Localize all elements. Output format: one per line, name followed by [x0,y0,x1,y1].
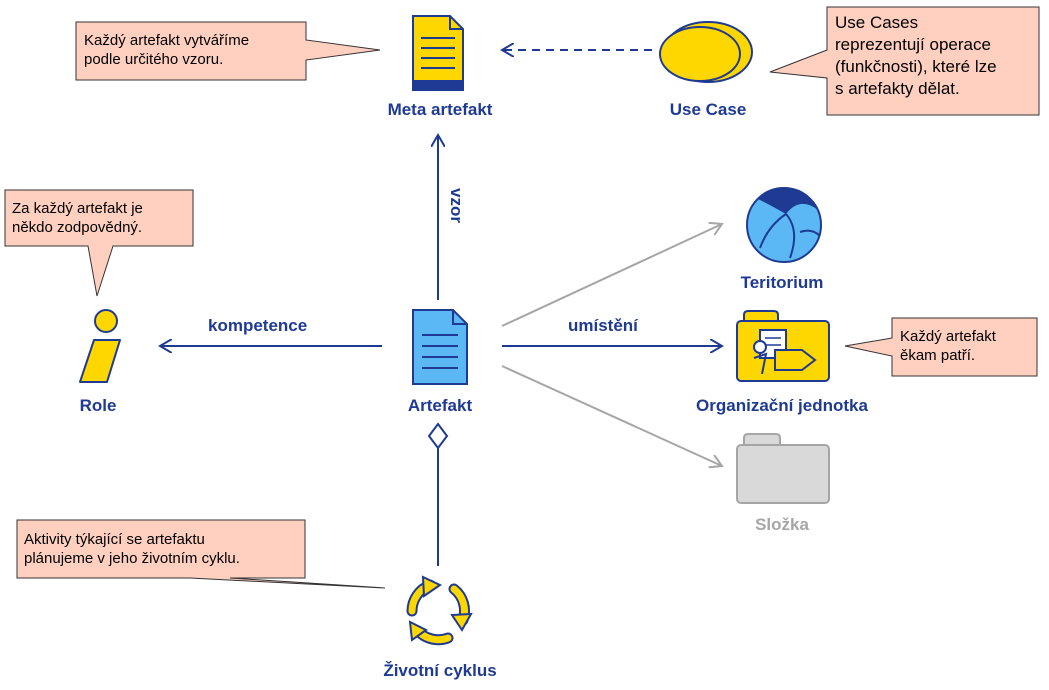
note-usecase-text: Use Cases reprezentují operace (funkčnos… [835,13,997,98]
note-org-text: Každý artefakt ěkam patří. [900,328,996,364]
lifecycle-arrows-icon [406,575,473,646]
note-role-text: Za každý artefakt je někdo zodpovědný. [12,200,143,236]
note-role-shape [4,189,194,297]
note-org-shape [844,317,1038,377]
edge-slozka-line [501,365,722,466]
artifact-label: Artefakt [407,396,473,415]
use-case-label: Use Case [669,100,747,119]
organization-unit-label: Organizační jednotka [696,396,868,415]
note-lifecycle-shape [16,519,386,589]
role-label: Role [79,396,117,415]
edge-kompetence-label: kompetence [208,316,308,335]
edge-vzor-label: vzor [447,188,466,223]
meta-artifact-document-icon [412,15,464,91]
folder-label: Složka [755,515,809,534]
edge-teritorium-line [501,224,722,327]
territory-label: Teritorium [740,273,824,292]
note-meta-shape [75,21,381,81]
aggregation-diamond [427,422,449,450]
lifecycle-label: Životní cyklus [383,661,497,680]
note-lifecycle-text: Aktivity týkající se artefaktu plánujeme… [24,531,240,567]
folder-icon [736,433,830,504]
note-meta-text: Každý artefakt vytváříme podle určitého … [84,32,250,68]
role-person-icon [79,309,121,383]
artifact-document-icon [412,309,468,385]
territory-globe-icon [746,187,822,263]
use-case-ellipse-icon [659,21,753,83]
edge-umisteni-label: umístění [568,316,638,335]
organization-unit-folder-icon [736,310,830,382]
meta-artifact-label: Meta artefakt [387,100,493,119]
note-usecase-shape [769,6,1040,116]
